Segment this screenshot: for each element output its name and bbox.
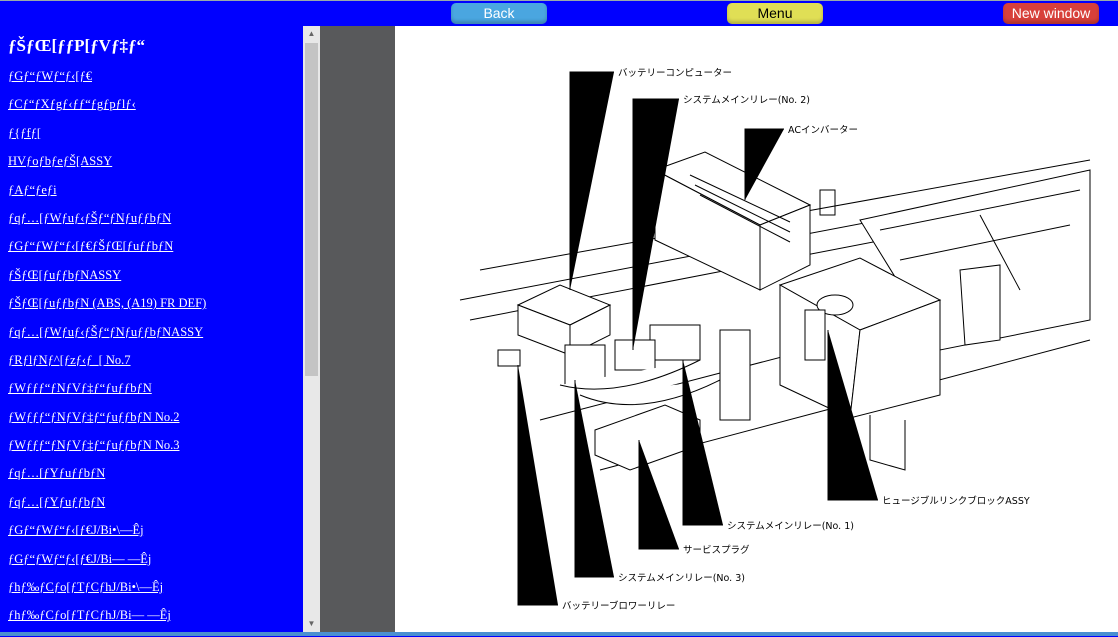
sidebar-link[interactable]: ƒRƒlƒNƒ^[ƒzƒ‹ƒ_[ No.7 <box>8 352 131 367</box>
sidebar-link[interactable]: ƒqƒ…[ƒYƒuƒƒbƒN <box>8 494 106 509</box>
battery-drawing <box>778 257 942 471</box>
sidebar-link[interactable]: ƒGƒ“ƒWƒ“ƒ‹[ƒ€ <box>8 69 92 83</box>
sidebar-link[interactable]: ƒCƒ“ƒXƒgƒ‹ƒƒ“ƒgƒpƒlƒ‹ <box>8 97 136 112</box>
sidebar-link[interactable]: ƒŠƒŒ[ƒuƒƒbƒNASSY <box>8 267 122 282</box>
scrollbar-thumb[interactable] <box>305 43 318 376</box>
sidebar-link[interactable]: ƒGƒ“ƒWƒ“ƒ‹[ƒ€ƒŠƒŒ[ƒuƒƒbƒN <box>8 239 174 254</box>
sidebar-link[interactable]: HVƒoƒbƒeƒŠ[ASSY <box>8 154 113 169</box>
sidebar-link[interactable]: ƒqƒ…[ƒYƒuƒƒbƒN <box>8 466 106 481</box>
ac-inverter-drawing <box>653 151 812 291</box>
label-ac-inverter: ACインバーター <box>788 125 858 136</box>
sidebar-link[interactable]: ƒAƒ“ƒeƒi <box>8 182 57 197</box>
sidebar-link[interactable]: ƒGƒ“ƒWƒ“ƒ‹[ƒ€J/Bi•\—Êj <box>8 523 144 538</box>
label-system-main-relay-1: システムメインリレー(No. 1) <box>727 521 854 532</box>
sidebar: ƒŠƒŒ[ƒƒP[ƒVƒ‡ƒ“ ƒGƒ“ƒWƒ“ƒ‹[ƒ€ ƒCƒ“ƒXƒgƒ‹… <box>0 26 303 632</box>
sidebar-scrollbar[interactable]: ▲ ▼ <box>303 26 320 632</box>
sidebar-link[interactable]: ƒWƒƒƒ“ƒNƒVƒ‡ƒ“ƒuƒƒbƒN <box>8 381 152 396</box>
sidebar-link[interactable]: ƒGƒ“ƒWƒ“ƒ‹[ƒ€J/Bi— —Êj <box>8 551 152 566</box>
label-system-main-relay-2: システムメインリレー(No. 2) <box>683 95 810 106</box>
frame-gutter <box>320 26 395 632</box>
sidebar-link[interactable]: ƒWƒƒƒ“ƒNƒVƒ‡ƒ“ƒuƒƒbƒN No.3 <box>8 438 180 453</box>
diagram-panel: バッテリーコンピューター システムメインリレー(No. 2) ACインバーター … <box>395 26 1118 632</box>
bottom-border <box>0 632 1118 636</box>
scroll-down-arrow-icon[interactable]: ▼ <box>307 619 316 628</box>
sidebar-link[interactable]: ƒqƒ…[ƒWƒuƒ‹ƒŠƒ“ƒNƒuƒƒbƒNASSY <box>8 324 204 339</box>
label-system-main-relay-3: システムメインリレー(No. 3) <box>618 573 745 584</box>
sidebar-link[interactable]: ƒhƒ‰ƒCƒo[ƒTƒCƒhJ/Bi•\—Êj <box>8 580 164 595</box>
label-battery-blower-relay: バッテリーブロワーリレー <box>562 600 675 612</box>
sidebar-link[interactable]: ƒqƒ…[ƒWƒuƒ‹ƒŠƒ“ƒNƒuƒƒbƒN <box>8 210 172 225</box>
sidebar-link[interactable]: ƒ{ƒfƒ[ <box>8 125 42 140</box>
menu-button[interactable]: Menu <box>727 3 823 24</box>
sidebar-link[interactable]: ƒWƒƒƒ“ƒNƒVƒ‡ƒ“ƒuƒƒbƒN No.2 <box>8 409 180 424</box>
label-fusible-link-block: ヒュージブルリンクブロックASSY <box>882 495 1030 507</box>
leader-lines <box>517 71 878 606</box>
top-toolbar: Back Menu New window <box>0 0 1118 26</box>
parts-location-diagram: バッテリーコンピューター システムメインリレー(No. 2) ACインバーター … <box>459 68 1091 612</box>
relays-drawing <box>559 324 751 471</box>
battery-computer-drawing <box>497 284 612 367</box>
label-battery-computer: バッテリーコンピューター <box>618 68 732 79</box>
sidebar-link[interactable]: ƒhƒ‰ƒCƒo[ƒTƒCƒhJ/Bi— —Êj <box>8 608 171 623</box>
label-service-plug: サービスプラグ <box>683 544 750 556</box>
sidebar-link[interactable]: ƒŠƒŒ[ƒuƒƒbƒN (ABS, (A19) FR DEF) <box>8 296 207 311</box>
new-window-button[interactable]: New window <box>1003 3 1099 24</box>
back-button[interactable]: Back <box>451 3 547 24</box>
scroll-up-arrow-icon[interactable]: ▲ <box>307 29 316 38</box>
sidebar-title: ƒŠƒŒ[ƒƒP[ƒVƒ‡ƒ“ <box>8 36 145 55</box>
